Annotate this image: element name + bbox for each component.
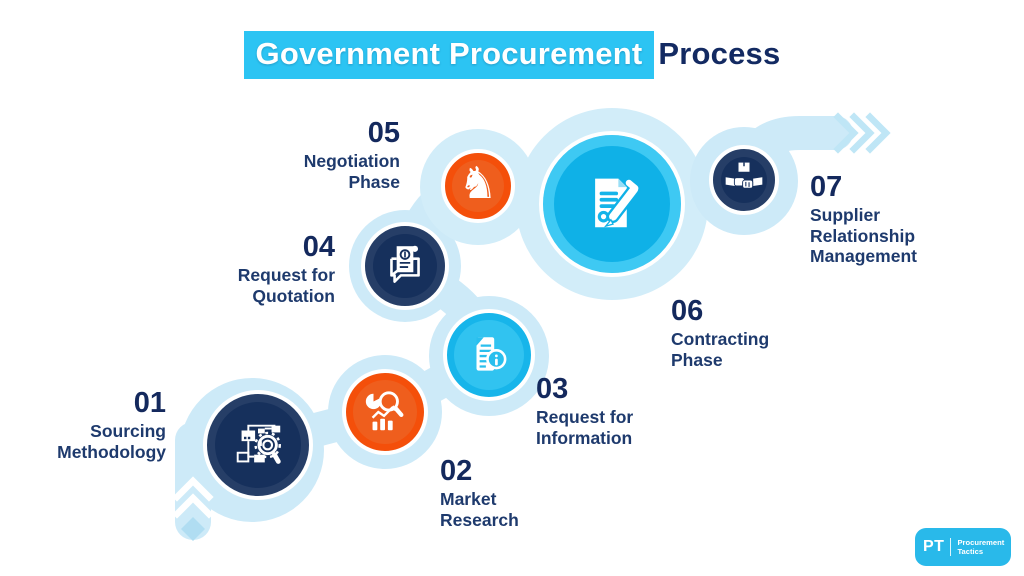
step-7-number: 07: [810, 171, 843, 203]
logo-name: Procurement Tactics: [950, 537, 1005, 557]
step-5-circle: ♞: [441, 149, 515, 223]
step-2-title: Market Research: [440, 489, 519, 530]
step-6-label: 06 Contracting Phase: [671, 296, 801, 370]
step-7-circle: [709, 145, 779, 215]
step-3-circle: [443, 309, 535, 401]
logo-name-line2: Tactics: [957, 547, 984, 556]
step-2-circle: [342, 369, 428, 455]
step-4-circle: [361, 222, 449, 310]
step-1-circle: [203, 390, 313, 500]
market-analytics-magnifier-icon: [365, 391, 404, 431]
logo-abbreviation: PT: [923, 538, 945, 555]
step-5-label: 05 Negotiation Phase: [248, 118, 400, 192]
step-5-title: Negotiation Phase: [303, 151, 400, 192]
title-highlighted-text: Government Procurement: [243, 31, 655, 79]
step-1-title: Sourcing Methodology: [57, 421, 166, 462]
step-6-number: 06: [671, 295, 704, 327]
step-4-label: 04 Request for Quotation: [183, 232, 335, 306]
step-7-label: 07 Supplier Relationship Management: [810, 172, 938, 266]
step-4-title: Request for Quotation: [237, 265, 335, 306]
step-1-number: 01: [133, 387, 166, 419]
step-3-number: 03: [536, 373, 569, 405]
contract-signing-pen-icon: [595, 178, 641, 228]
document-info-icon: [476, 337, 507, 371]
logo-name-line1: Procurement: [957, 537, 1005, 547]
title-plain-text: Process: [658, 36, 781, 71]
step-7-title: Supplier Relationship Management: [810, 205, 917, 267]
forward-arrow-icon: [833, 112, 891, 154]
step-3-label: 03 Request for Information: [536, 374, 656, 448]
chess-knight-icon: ♞: [458, 158, 498, 209]
step-5-number: 05: [367, 117, 400, 149]
step-6-title: Contracting Phase: [671, 329, 770, 370]
step-4-number: 04: [302, 231, 335, 263]
handshake-package-icon: [725, 162, 763, 189]
start-chevrons-icon: [172, 476, 214, 541]
step-6-circle: [539, 131, 685, 277]
step-1-label: 01 Sourcing Methodology: [18, 388, 166, 462]
procurement-tactics-logo[interactable]: PT Procurement Tactics: [915, 528, 1011, 566]
step-3-title: Request for Information: [536, 407, 634, 448]
sourcing-flowchart-search-icon: [236, 424, 281, 464]
quotation-receipt-bubble-icon: [390, 245, 420, 283]
step-2-label: 02 Market Research: [440, 456, 560, 530]
step-2-number: 02: [440, 455, 473, 487]
